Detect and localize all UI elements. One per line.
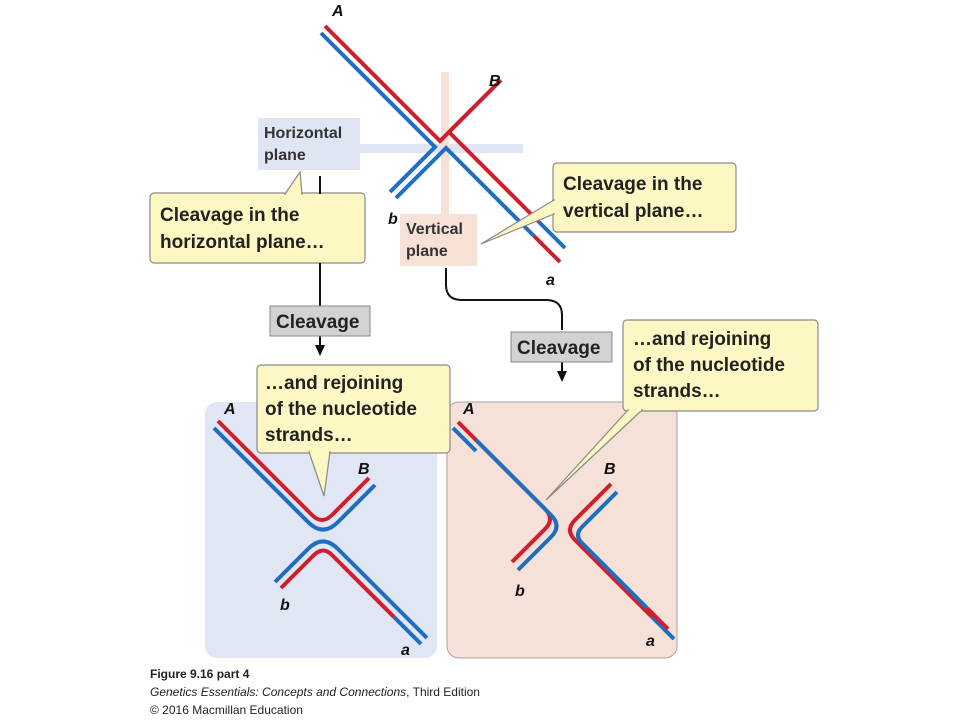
figure-number: Figure 9.16 part 4 bbox=[150, 667, 250, 681]
rejoin-right-callout-line-1: …and rejoining bbox=[633, 329, 771, 350]
right-product-right-red bbox=[568, 482, 654, 619]
left-cleavage-step-box bbox=[269, 305, 371, 337]
rejoin-left-callout-line-3: strands… bbox=[265, 425, 353, 446]
top-strand-bottom-red-tail bbox=[532, 234, 562, 264]
copyright-line: © 2016 Macmillan Education bbox=[150, 703, 303, 717]
right-cleavage-step-label: Cleavage bbox=[517, 338, 600, 359]
horizontal-cleavage-callout-line-1: Cleavage in the bbox=[160, 205, 299, 226]
top-holliday-junction bbox=[319, 24, 567, 264]
vertical-pathway-arrow bbox=[445, 268, 567, 382]
right-product-right-blue bbox=[576, 490, 649, 610]
right-product-right-red-tail bbox=[650, 615, 676, 641]
right-label-B: B bbox=[604, 461, 616, 478]
top-strand-lower-red bbox=[446, 84, 541, 224]
left-cleavage-step-label: Cleavage bbox=[276, 312, 359, 333]
horizontal-cleavage-callout: Cleavage in the horizontal plane… bbox=[149, 170, 366, 264]
right-product-left-blue bbox=[474, 438, 559, 572]
left-product-lower-blue-tail bbox=[398, 609, 429, 640]
horizontal-pathway-arrow bbox=[315, 176, 325, 356]
right-label-a: a bbox=[646, 633, 655, 650]
top-label-A: A bbox=[331, 3, 344, 20]
top-strand-bottom-blue bbox=[394, 145, 536, 238]
vertical-cleavage-product bbox=[456, 420, 676, 641]
right-product-left-blue-lead bbox=[451, 426, 478, 453]
top-strand-upper-blue bbox=[319, 31, 438, 194]
left-label-a: a bbox=[401, 642, 410, 659]
left-product-lower-red-tail bbox=[392, 615, 423, 646]
top-label-b: b bbox=[388, 211, 398, 228]
horizontal-cleavage-product bbox=[212, 419, 429, 646]
vertical-cleavage-callout: Cleavage in the vertical plane… bbox=[480, 162, 737, 245]
rejoin-left-callout: …and rejoining of the nucleotide strands… bbox=[256, 364, 451, 497]
right-label-A: A bbox=[462, 401, 475, 418]
right-cleavage-step-box bbox=[510, 331, 613, 363]
left-label-b: b bbox=[280, 597, 290, 614]
top-strand-lower-red-tail bbox=[537, 220, 567, 250]
vertical-plane-label-line-1: Vertical bbox=[406, 221, 463, 238]
left-label-A: A bbox=[223, 401, 236, 418]
horizontal-plane-label-line-1: Horizontal bbox=[264, 125, 342, 142]
book-title: Genetics Essentials: Concepts and Connec… bbox=[150, 685, 407, 699]
horizontal-plane-label-box bbox=[258, 118, 360, 170]
right-product-right-blue-tail bbox=[645, 606, 670, 631]
vertical-cleavage-callout-line-2: vertical plane… bbox=[563, 201, 703, 222]
left-product-upper-red bbox=[216, 419, 371, 522]
rejoin-right-callout: …and rejoining of the nucleotide strands… bbox=[545, 319, 819, 501]
vertical-plane-label-line-2: plane bbox=[406, 243, 448, 260]
left-product-lower-blue bbox=[273, 539, 402, 613]
right-label-b: b bbox=[515, 583, 525, 600]
horizontal-cleavage-callout-line-2: horizontal plane… bbox=[160, 232, 325, 253]
rejoin-right-callout-line-2: of the nucleotide bbox=[633, 355, 785, 376]
rejoin-left-callout-line-2: of the nucleotide bbox=[265, 399, 417, 420]
book-reference: Genetics Essentials: Concepts and Connec… bbox=[150, 685, 480, 699]
left-label-B: B bbox=[358, 461, 370, 478]
top-label-a: a bbox=[546, 272, 555, 289]
left-product-lower-red bbox=[279, 548, 396, 619]
vertical-plane-line bbox=[441, 72, 449, 220]
horizontal-plane-label-line-2: plane bbox=[264, 147, 306, 164]
rejoin-right-callout-line-3: strands… bbox=[633, 381, 721, 402]
rejoin-left-callout-line-1: …and rejoining bbox=[265, 373, 403, 394]
vertical-cleavage-callout-line-1: Cleavage in the bbox=[563, 174, 702, 195]
top-label-B: B bbox=[489, 73, 501, 90]
vertical-result-panel bbox=[446, 401, 678, 659]
vertical-plane-label-box bbox=[400, 214, 477, 266]
book-edition: , Third Edition bbox=[406, 685, 480, 699]
left-product-upper-blue bbox=[212, 426, 377, 532]
